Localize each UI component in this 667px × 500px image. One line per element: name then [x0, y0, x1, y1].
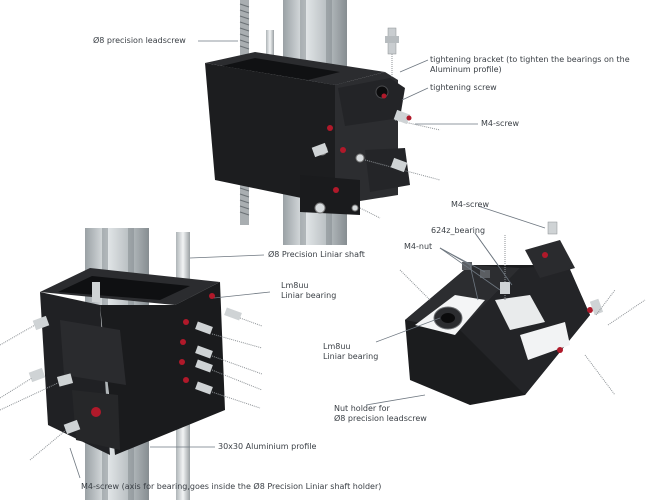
- label-profile: 30x30 Aluminium profile: [218, 442, 317, 451]
- leader-lines: [69, 40, 546, 479]
- screws-left: [0, 282, 263, 461]
- label-lm8uu-right-line1: Lm8uu: [323, 342, 351, 351]
- label-shaft: Ø8 Precision Liniar shaft: [268, 250, 365, 259]
- label-bracket-line1: tightening bracket (to tighten the beari…: [430, 55, 630, 64]
- label-m4-screw-top: M4-screw: [481, 119, 520, 128]
- carriage-front-top: [205, 63, 335, 205]
- top-assembly: [205, 0, 441, 245]
- label-m4-axis: M4-screw (axis for bearing,goes inside t…: [81, 482, 382, 491]
- label-nut-holder-line1: Nut holder for: [334, 404, 390, 413]
- label-m4-screw-right: M4-screw: [451, 200, 490, 209]
- right-assembly: [399, 221, 646, 405]
- tightening-bracket: [338, 78, 405, 126]
- label-nut-holder-line2: Ø8 precision leadscrew: [334, 414, 427, 423]
- label-lm8uu-left-line1: Lm8uu: [281, 281, 309, 290]
- label-624z-bearing: 624z_bearing: [431, 226, 486, 235]
- label-lm8uu-right-line2: Liniar bearing: [323, 352, 379, 361]
- screws-top: [311, 27, 441, 219]
- label-lm8uu-left-line2: Liniar bearing: [281, 291, 337, 300]
- label-bracket-line2: Aluminum profile): [430, 65, 502, 74]
- bottom-left-assembly: [0, 228, 263, 500]
- label-leadscrew: Ø8 precision leadscrew: [93, 36, 186, 45]
- label-tightening-screw: tightening screw: [430, 83, 497, 92]
- label-m4-nut: M4-nut: [404, 242, 433, 251]
